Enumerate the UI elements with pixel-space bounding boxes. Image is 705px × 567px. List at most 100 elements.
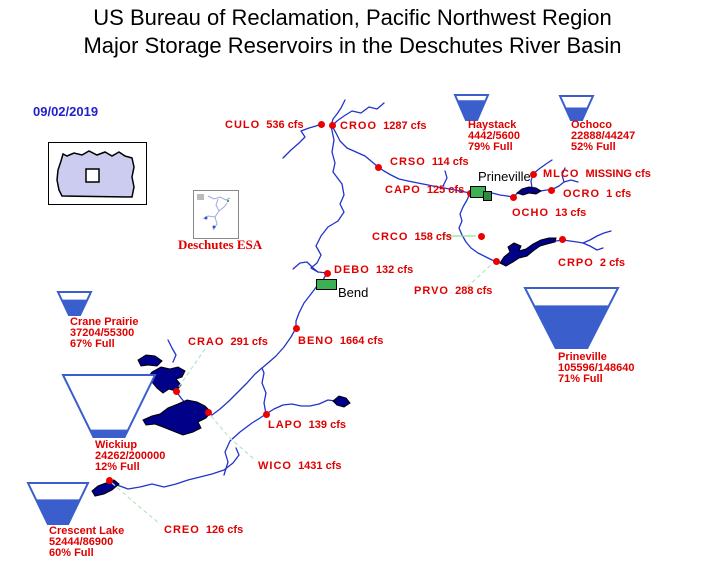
river-crane-inflow	[167, 339, 177, 363]
gauge-label-CAPO[interactable]: CAPO 125 cfs	[385, 184, 464, 196]
gauge-code-CULO: CULO	[225, 119, 261, 131]
gauge-dot-CRSO	[375, 164, 382, 171]
gauge-label-CROO[interactable]: CROO 1287 cfs	[340, 120, 427, 132]
gauge-label-MLCO[interactable]: MLCO MISSING cfs	[543, 168, 651, 180]
lake-ochoco-reservoir	[515, 186, 542, 196]
gauge-dot-OCRO	[548, 187, 555, 194]
gauge-label-LAPO[interactable]: LAPO 139 cfs	[268, 419, 346, 431]
gauge-dot-CRCO	[478, 233, 485, 240]
gauge-value-DEBO: 132 cfs	[369, 264, 414, 276]
reservoir-name-Wickiup: Wickiup	[95, 439, 138, 451]
map-date: 09/02/2019	[33, 104, 99, 119]
lake-wickiup	[142, 399, 212, 436]
gauge-label-CREO[interactable]: CREO 126 cfs	[164, 524, 243, 536]
city-label-Prineville: Prineville	[478, 169, 531, 184]
gauge-dot-DEBO	[324, 270, 331, 277]
gauge-value-WICO: 1431 cfs	[291, 460, 342, 472]
title-line1: US Bureau of Reclamation, Pacific Northw…	[93, 5, 612, 30]
river-ochoco-creek-east	[539, 167, 566, 192]
reservoir-percent-Ochoco: 52% Full	[571, 141, 616, 153]
river-deschutes-middle	[310, 125, 345, 274]
gauge-dot-BENO	[293, 325, 300, 332]
reservoir-storage-Crane-Prairie: 37204/55300	[70, 327, 135, 339]
gauge-value-MLCO: MISSING cfs	[579, 168, 651, 180]
gauge-dot-LAPO	[263, 411, 270, 418]
river-crescent-creek	[116, 447, 240, 490]
gauge-value-CRPO: 2 cfs	[593, 257, 625, 269]
gauge-label-BENO[interactable]: BENO 1664 cfs	[298, 335, 383, 347]
river-deschutes-upper	[206, 272, 328, 416]
esa-thumb-grid	[197, 194, 204, 200]
reservoir-percent-Wickiup: 12% Full	[95, 461, 140, 473]
esa-thumbnail-map	[197, 194, 231, 231]
gauge-dot-MLCO	[530, 171, 537, 178]
gauge-dot-CRPO	[559, 236, 566, 243]
gauge-label-DEBO[interactable]: DEBO 132 cfs	[334, 264, 413, 276]
gauge-value-LAPO: 139 cfs	[302, 419, 346, 431]
gauge-code-CRPO: CRPO	[558, 257, 594, 269]
gauge-value-PRVO: 288 cfs	[448, 285, 493, 297]
esa-thumbnail-box	[193, 190, 239, 239]
gauge-value-OCRO: 1 cfs	[600, 188, 632, 200]
page-title: US Bureau of Reclamation, Pacific Northw…	[0, 4, 705, 60]
gauge-label-CRSO[interactable]: CRSO 114 cfs	[390, 156, 469, 168]
gauge-label-OCHO[interactable]: OCHO 13 cfs	[512, 207, 586, 219]
lake-crane-prairie	[147, 366, 186, 394]
river-crooked-to-reservoir	[458, 192, 499, 263]
city-marker-Bend	[316, 279, 337, 290]
river-little-deschutes	[223, 399, 336, 476]
gauge-dot-CREO	[106, 477, 113, 484]
river-deschutes-headwater-1	[330, 99, 346, 127]
lake-crane-prairie-arm	[137, 354, 163, 367]
gauge-dot-CROO	[329, 122, 336, 129]
lake-east-of-lapo	[332, 395, 351, 408]
river-capo-stub	[442, 170, 448, 187]
oregon-inset-map	[56, 150, 135, 198]
gauge-label-PRVO[interactable]: PRVO 288 cfs	[414, 285, 492, 297]
gauge-value-OCHO: 13 cfs	[549, 207, 587, 219]
gauge-code-WICO: WICO	[258, 460, 292, 472]
gauge-code-CROO: CROO	[340, 120, 377, 132]
reservoir-percent-Crescent-Lake: 60% Full	[49, 547, 94, 559]
teacup-fill-Wickiup	[89, 429, 129, 437]
oregon-inset-box	[48, 142, 147, 205]
gauge-code-CREO: CREO	[164, 524, 200, 536]
reservoir-name-Prineville: Prineville	[558, 351, 607, 363]
gauge-value-CRAO: 291 cfs	[224, 336, 268, 348]
esa-label: Deschutes ESA	[178, 237, 263, 252]
gauge-code-LAPO: LAPO	[268, 419, 303, 431]
gauge-label-CULO[interactable]: CULO 536 cfs	[225, 119, 304, 131]
basin-locator-square	[85, 168, 100, 183]
gauge-dot-WICO	[205, 409, 212, 416]
teacup-fill-Prineville	[533, 305, 610, 348]
gauge-label-CRCO[interactable]: CRCO 158 cfs	[372, 231, 452, 243]
river-little-deschutes-north	[261, 367, 267, 415]
river-metolius	[282, 123, 322, 159]
teacup-fill-Crane-Prairie	[61, 299, 88, 315]
connector-CREO	[111, 482, 161, 525]
reservoir-storage-Haystack: 4442/5600	[468, 130, 520, 142]
gauge-code-CRCO: CRCO	[372, 231, 409, 243]
gauge-label-WICO[interactable]: WICO 1431 cfs	[258, 460, 342, 472]
gauge-label-CRAO[interactable]: CRAO 291 cfs	[188, 336, 268, 348]
reservoir-name-Ochoco: Ochoco	[571, 119, 612, 131]
gauge-value-CULO: 536 cfs	[260, 119, 304, 131]
gauge-code-CRSO: CRSO	[390, 156, 426, 168]
teacup-fill-Haystack	[457, 100, 486, 120]
river-crooked-above-branch	[582, 242, 604, 251]
reservoir-name-Crescent-Lake: Crescent Lake	[49, 525, 125, 537]
gauge-label-OCRO[interactable]: OCRO 1 cfs	[563, 188, 631, 200]
gauge-code-DEBO: DEBO	[334, 264, 370, 276]
gauge-value-CRCO: 158 cfs	[408, 231, 452, 243]
gauge-value-CREO: 126 cfs	[199, 524, 244, 536]
gauge-dot-PRVO	[493, 258, 500, 265]
gauge-label-CRPO[interactable]: CRPO 2 cfs	[558, 257, 625, 269]
